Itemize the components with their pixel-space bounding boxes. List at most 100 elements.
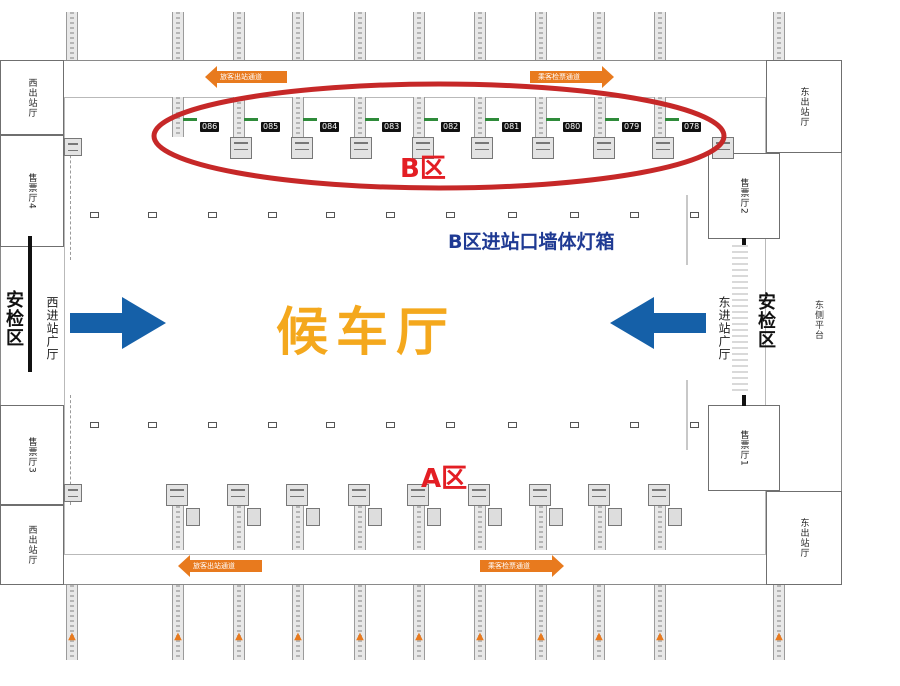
lightbox-marker [508,422,517,428]
left-arrow-icon [178,555,262,577]
east-lower-partition [686,380,688,450]
ticket-gate-a [166,484,188,506]
gate-kiosk [368,508,382,526]
lightbox-marker [90,212,99,218]
right-arrow-icon [530,66,614,88]
ticket-gate-a [588,484,610,506]
lightbox-marker [570,212,579,218]
gate-corridor [474,97,486,137]
lightbox-marker [446,212,455,218]
gate-indicator [546,118,560,121]
ticket-hall-3-label: 售票厅3 [26,436,37,474]
sign-bottom-left [178,555,262,577]
east-exit-hall-bottom-label: 东出站厅 [798,518,809,558]
ticket-gate-b [230,137,252,159]
ticket-gate-a [407,484,429,506]
sign-top-right-text: 乘客检票通道 [538,73,580,81]
track-bottom [233,585,245,660]
west-upper-partition [70,140,77,260]
track-top [535,12,547,60]
west-security-line [28,236,32,372]
sign-top-left [205,66,287,88]
gate-number-label: 081 [502,122,522,132]
gate-number-label: 082 [441,122,461,132]
west-entry-plaza-label: 西进站广厅 [45,296,59,361]
west-exit-hall-bottom-label: 西出站厅 [26,525,37,565]
track-bottom [354,585,366,660]
right-arrow-icon [480,555,564,577]
gate-indicator [183,118,197,121]
gate-number-label: 083 [382,122,402,132]
gate-number-label: 080 [563,122,583,132]
ticket-hall-3: 售票厅3 [0,405,64,505]
lightbox-marker [208,212,217,218]
gate-corridor [654,506,666,550]
gate-kiosk [306,508,320,526]
gate-kiosk [608,508,622,526]
lightbox-marker [508,212,517,218]
lightbox-marker [630,212,639,218]
waiting-hall-title: 候车厅 [276,303,457,363]
ticket-gate-b [350,137,372,159]
west-gate-b-end [64,138,82,156]
sign-bottom-left-text: 旅客出站通道 [193,562,235,570]
lightbox-marker [386,422,395,428]
sign-bottom-right-text: 乘客检票通道 [488,562,530,570]
west-exit-hall-top-label: 西出站厅 [26,77,37,118]
up-arrow-icon: ▲ [595,631,603,642]
track-top [773,12,785,60]
up-arrow-icon: ▲ [174,631,182,642]
b-zone-highlight-ellipse [151,81,727,191]
gate-corridor [172,506,184,550]
ticket-gate-b [652,137,674,159]
ticket-hall-1-label: 售票厅1 [738,429,749,467]
west-exit-hall-bottom: 西出站厅 [0,505,64,585]
ticket-gate-a [529,484,551,506]
ticket-gate-b [471,137,493,159]
gate-indicator [485,118,499,121]
gate-corridor [413,506,425,550]
ticket-gate-b [412,137,434,159]
west-lower-partition [70,395,77,505]
gate-corridor [474,506,486,550]
up-arrow-icon: ▲ [68,631,76,642]
lightbox-marker [268,422,277,428]
track-top [66,12,78,60]
west-exit-hall-top: 西出站厅 [0,60,64,135]
gate-corridor [292,97,304,137]
gate-kiosk [668,508,682,526]
up-arrow-icon: ▲ [656,631,664,642]
gate-indicator [365,118,379,121]
gate-number-label: 078 [682,122,702,132]
gate-indicator [605,118,619,121]
gate-corridor [354,506,366,550]
lightbox-marker [446,422,455,428]
east-upper-partition [686,195,688,265]
gate-kiosk [549,508,563,526]
lightbox-marker [570,422,579,428]
ticket-hall-4-label: 售票厅4 [26,172,37,210]
ticket-gate-a [227,484,249,506]
gate-corridor [535,97,547,137]
up-arrow-icon: ▲ [476,631,484,642]
west-security-label: 安检区 [3,290,24,347]
lightbox-marker [630,422,639,428]
track-bottom [593,585,605,660]
gate-kiosk [186,508,200,526]
lightbox-marker [90,422,99,428]
track-bottom [172,585,184,660]
gate-kiosk [488,508,502,526]
gate-corridor [292,506,304,550]
east-entry-plaza-label: 东进站广厅 [717,296,731,361]
track-top [354,12,366,60]
gate-corridor [654,97,666,137]
east-platform-label: 东侧平台 [813,300,823,340]
left-arrow-icon [205,66,287,88]
up-arrow-icon: ▲ [415,631,423,642]
gate-corridor [413,97,425,137]
station-outline [0,60,842,585]
ticket-gate-b [532,137,554,159]
gate-corridor [594,506,606,550]
lightbox-marker [326,422,335,428]
ticket-hall-1: 售票厅1 [708,405,780,491]
